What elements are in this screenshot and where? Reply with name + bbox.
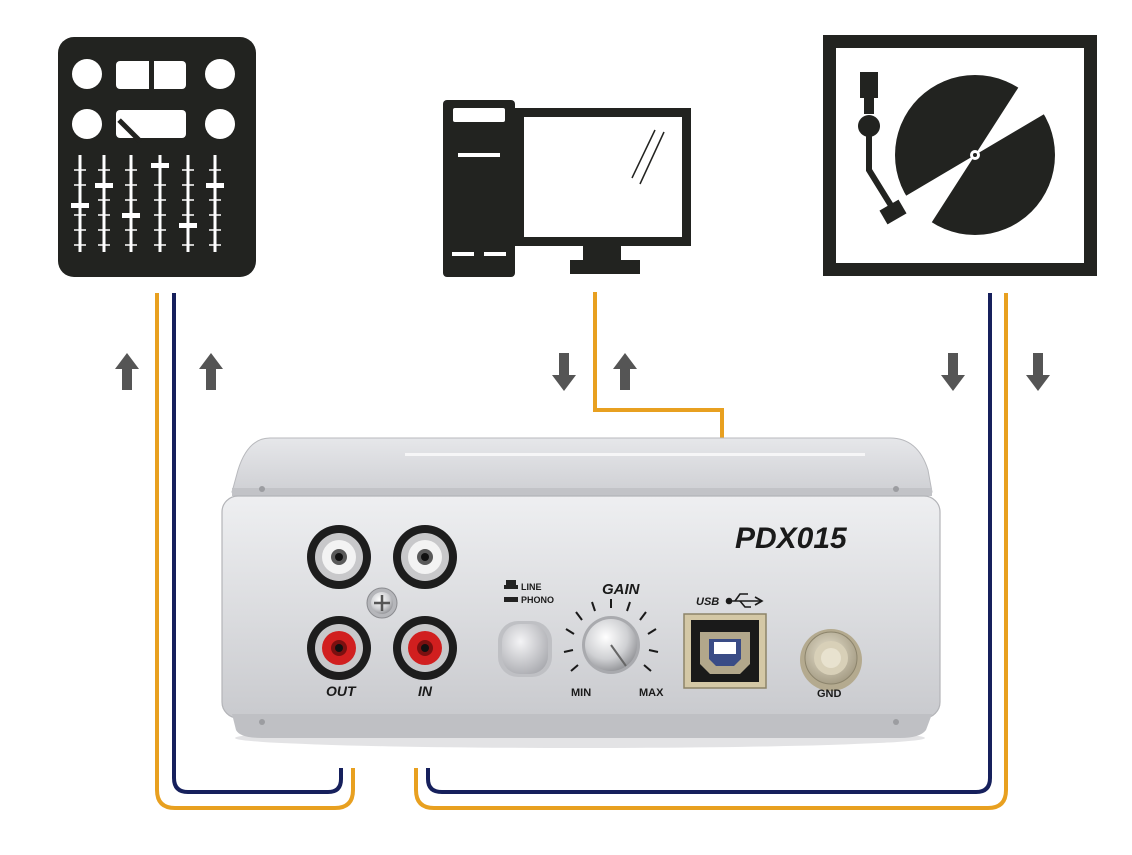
cable-in-from-turntable bbox=[414, 293, 1008, 810]
computer-icon bbox=[443, 100, 691, 277]
cable-out-to-mixer bbox=[155, 293, 355, 810]
in-label: IN bbox=[418, 683, 433, 699]
gain-scale-ticks bbox=[563, 599, 659, 672]
rca-out-right-jack[interactable] bbox=[307, 616, 371, 680]
out-label: OUT bbox=[326, 683, 357, 699]
phono-label: PHONO bbox=[521, 595, 554, 605]
arrow-down-icon bbox=[941, 353, 965, 391]
dj-mixer-icon bbox=[58, 37, 256, 277]
usb-b-port[interactable] bbox=[683, 613, 767, 689]
arrow-up-icon bbox=[199, 353, 223, 390]
line-switch-icon bbox=[504, 580, 518, 589]
ground-terminal[interactable] bbox=[800, 629, 862, 691]
gain-min-label: MIN bbox=[571, 687, 591, 699]
usb-label: USB bbox=[696, 596, 719, 608]
rca-in-right-jack[interactable] bbox=[393, 616, 457, 680]
arrow-up-icon bbox=[115, 353, 139, 390]
gain-max-label: MAX bbox=[639, 687, 664, 699]
ground-label: GND bbox=[817, 688, 842, 700]
screw-icon bbox=[366, 587, 398, 619]
gain-label: GAIN bbox=[602, 581, 641, 598]
model-name: PDX015 bbox=[735, 522, 848, 555]
phono-switch-icon bbox=[504, 597, 518, 602]
line-phono-button[interactable] bbox=[498, 621, 552, 677]
arrow-down-icon bbox=[552, 353, 576, 391]
arrow-down-icon bbox=[1026, 353, 1050, 391]
arrow-up-icon bbox=[613, 353, 637, 390]
usb-symbol-icon bbox=[725, 593, 764, 608]
rca-in-left-jack[interactable] bbox=[393, 525, 457, 589]
line-label: LINE bbox=[521, 582, 542, 592]
audio-interface-device bbox=[221, 437, 941, 748]
rca-out-left-jack[interactable] bbox=[307, 525, 371, 589]
gain-knob[interactable] bbox=[582, 616, 640, 674]
turntable-icon bbox=[823, 35, 1097, 276]
